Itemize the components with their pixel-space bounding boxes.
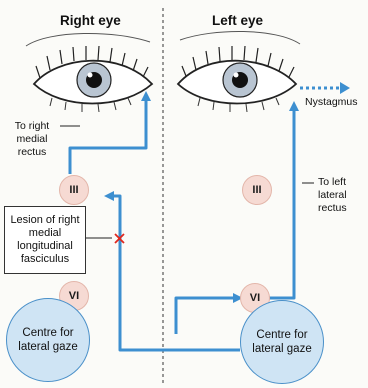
nystagmus-arrow-head xyxy=(340,82,350,94)
centre-lateral-gaze-right: Centre for lateral gaze xyxy=(6,298,90,382)
left-eyebrow-crease xyxy=(180,31,300,44)
pathway-left-vi-to-lateral-rectus xyxy=(267,106,294,298)
label-lesion: Lesion of right medial longitudinal fasc… xyxy=(4,206,86,274)
heading-right-eye: Right eye xyxy=(60,13,121,28)
right-eye xyxy=(26,33,152,112)
label-to-left-lateral-rectus: To left lateral rectus xyxy=(318,176,364,215)
nucleus-right-iii: III xyxy=(59,175,89,205)
pathway-right-iii-to-medial-rectus xyxy=(70,96,146,174)
right-eye-highlight xyxy=(88,73,93,78)
left-eye xyxy=(178,31,300,112)
right-eyebrow-crease xyxy=(26,33,150,46)
heading-left-eye: Left eye xyxy=(212,13,263,28)
nucleus-left-iii: III xyxy=(242,175,272,205)
label-to-right-medial-rectus: To right medial rectus xyxy=(4,120,60,159)
label-nystagmus: Nystagmus xyxy=(305,96,367,109)
centre-lateral-gaze-left: Centre for lateral gaze xyxy=(240,300,324,384)
pathway-centre-to-left-vi xyxy=(176,298,238,334)
left-eye-highlight xyxy=(234,73,239,78)
